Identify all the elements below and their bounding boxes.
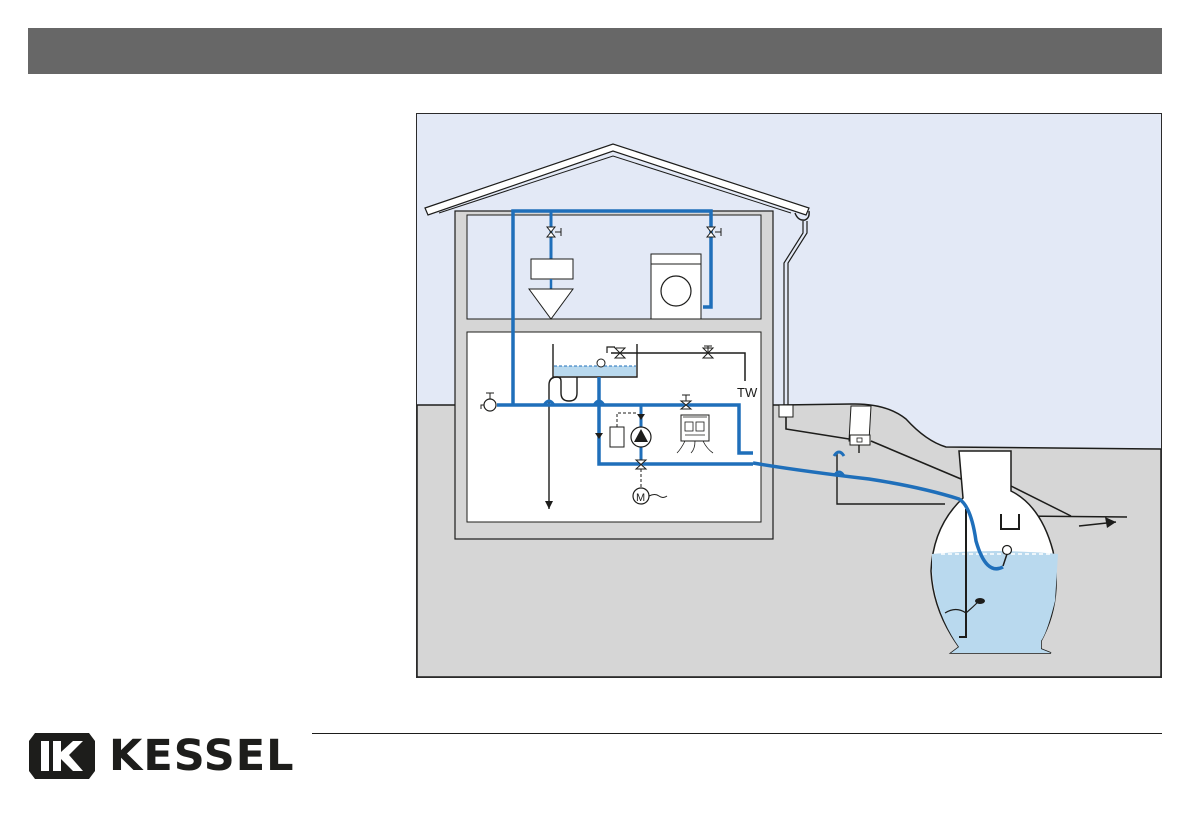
upper-floor-room bbox=[467, 215, 761, 319]
diagram-canvas: TW M bbox=[417, 114, 1161, 677]
float-switch-icon bbox=[1003, 546, 1012, 555]
downpipe-shoe bbox=[779, 405, 793, 417]
filter-insert bbox=[857, 438, 862, 442]
pressure-vessel-icon bbox=[610, 427, 624, 447]
washing-machine-drum-icon bbox=[661, 276, 691, 306]
tw-label: TW bbox=[737, 385, 758, 400]
makeup-float-icon bbox=[597, 359, 605, 367]
control-display-left bbox=[685, 422, 693, 431]
makeup-tank-water bbox=[554, 366, 636, 376]
title-bar bbox=[28, 28, 1162, 74]
level-probe-icon bbox=[975, 598, 985, 604]
kessel-logo: KESSEL bbox=[29, 733, 289, 781]
wc-cistern-icon bbox=[531, 259, 573, 279]
motor-label: M bbox=[636, 492, 645, 504]
control-display-right bbox=[696, 422, 704, 431]
garden-tap-icon bbox=[484, 399, 496, 411]
brand-name: KESSEL bbox=[109, 729, 294, 783]
rainwater-system-diagram: TW M bbox=[416, 113, 1162, 678]
footer-divider bbox=[312, 733, 1162, 734]
kessel-logo-mark-icon bbox=[29, 733, 95, 779]
